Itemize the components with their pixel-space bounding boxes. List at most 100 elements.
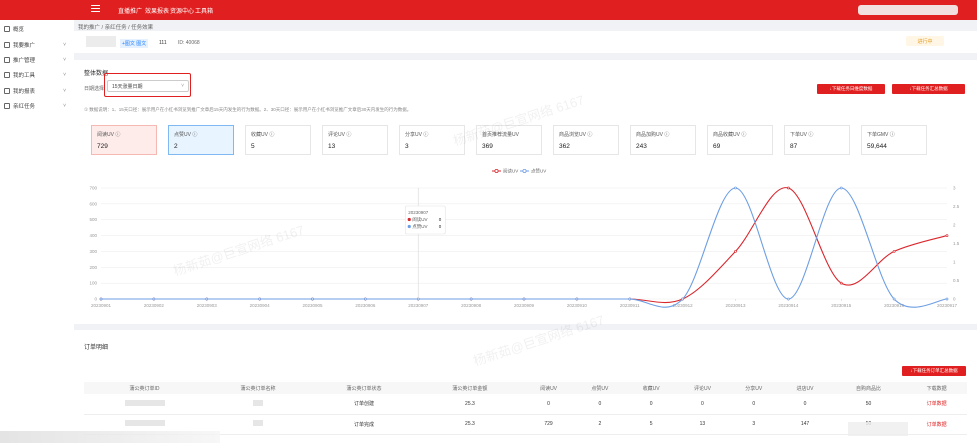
sidebar-item-promote[interactable]: 我要推广˅ [4,40,70,50]
date-range-select[interactable]: 15天涨量日期 ˅ [107,80,189,92]
nav-item-toolbox[interactable]: 工具箱 [195,9,214,15]
overall-data-panel: 整体数据 日期选择 15天涨量日期 ˅ ↓下载任务日维度数据 ↓下载任务汇总数据… [74,60,977,324]
nav-item-live-promo[interactable]: 直播推广 [118,9,143,15]
col-comment-uv: 评论UV [676,382,729,394]
col-ratio: 自购商品比 [830,382,907,394]
sidebar-item-tools[interactable]: 我的工具˅ [4,70,70,80]
tooltip-marker [407,217,411,222]
data-point[interactable] [522,297,526,301]
data-point[interactable] [575,297,579,301]
metric-label: 商品浏览UV ⓘ [559,132,593,138]
data-point[interactable] [945,297,949,301]
data-point[interactable] [99,297,103,301]
monitor-icon [4,26,10,32]
data-point[interactable] [681,297,684,301]
download-summary-data-button[interactable]: ↓下载任务汇总数据 [892,84,965,94]
sidebar-item-manage[interactable]: 推广管理˅ [4,55,70,65]
metric-value: 5 [251,143,255,150]
data-point[interactable] [787,297,790,301]
x-tick-label: 20230902 [144,303,165,308]
date-filter-label: 日期选择 [84,86,105,92]
series-line-read-uv [101,187,948,304]
legend-marker [494,169,499,174]
panel-title: 整体数据 [84,71,109,77]
data-point[interactable] [787,186,790,190]
task-id: ID: 40068 [178,40,200,46]
download-daily-data-button[interactable]: ↓下载任务日维度数据 [817,84,885,94]
sidebar-item-overview[interactable]: 概览 [4,24,70,34]
data-point[interactable] [892,297,896,301]
nav-item-report[interactable]: 效果报表 [145,9,170,15]
breadcrumb[interactable]: 我的推广 / 亲红任务 / 任务效果 [78,25,154,31]
blurred-region [0,431,220,443]
col-download: 下载数据 [906,382,967,394]
y-tick-label-left: 700 [89,186,97,191]
x-tick-label: 20230903 [197,303,218,308]
highlight-annotation-box [104,73,191,97]
y-tick-label-right: 0.5 [953,278,960,283]
y-tick-label-left: 100 [89,281,97,286]
y-tick-label-left: 500 [89,217,97,222]
order-amount: 25.3 [416,394,523,415]
x-tick-label: 20230909 [514,303,535,308]
col-share-uv: 分享UV [728,382,780,394]
chevron-down-icon: ˅ [63,72,66,78]
order-data-link[interactable]: 订单数据 [906,394,967,415]
chevron-down-icon: ˅ [63,103,66,109]
tooltip-series-value: 0 [439,217,442,222]
order-status: 订单完成 [310,414,417,435]
data-point[interactable] [839,281,843,285]
blurred-region [848,422,908,436]
data-point[interactable] [258,297,261,301]
data-point[interactable] [311,297,314,301]
download-order-data-button[interactable]: ↓下载任务订单汇总数据 [902,366,966,376]
hamburger-menu-icon[interactable] [91,5,100,13]
x-tick-label: 20230905 [302,303,323,308]
data-point[interactable] [892,250,896,253]
col-order-status: 蒲公英订单状态 [310,382,417,394]
data-point[interactable] [205,297,209,301]
data-point[interactable] [152,297,156,301]
sidebar-item-tasks[interactable]: 亲红任务˅ [4,101,70,111]
order-name-blurred [253,399,263,406]
x-tick-label: 20230913 [725,303,746,308]
y-tick-label-left: 300 [89,249,97,254]
tooltip-date: 20230907 [408,210,429,215]
y-tick-label-left: 0 [94,297,97,302]
data-point[interactable] [364,297,367,301]
data-point[interactable] [839,186,843,190]
task-number: 111 [159,40,167,46]
y-tick-label-right: 1 [953,260,956,265]
order-detail-panel: 订单明细 ↓下载任务订单汇总数据 蒲公英订单ID 蒲公英订单名称 蒲公英订单状态… [74,330,977,447]
data-point[interactable] [628,297,632,301]
data-point[interactable] [945,234,949,237]
tooltip-box [404,205,446,235]
nav-item-resource[interactable]: 资源中心 [170,9,195,15]
data-point[interactable] [734,186,737,190]
metric-label: 首页推荐流量UV [482,132,519,138]
x-tick-label: 20230907 [408,303,429,308]
data-point[interactable] [734,250,737,253]
order-table: 蒲公英订单ID 蒲公英订单名称 蒲公英订单状态 蒲公英订单金额 阅读UV 点赞U… [84,382,967,435]
x-tick-label: 20230906 [355,303,376,308]
list-icon [4,57,10,63]
chevron-down-icon: ˅ [63,57,66,63]
data-point[interactable] [469,297,473,301]
col-like-uv: 点赞UV [574,382,626,394]
user-info-blurred[interactable] [858,5,958,15]
y-tick-label-right: 2.5 [953,204,960,209]
sidebar-item-reports[interactable]: 我的报表˅ [4,86,70,96]
tooltip-series-name: 阅读UV [412,216,427,223]
order-data-link[interactable]: 订单数据 [906,414,967,435]
